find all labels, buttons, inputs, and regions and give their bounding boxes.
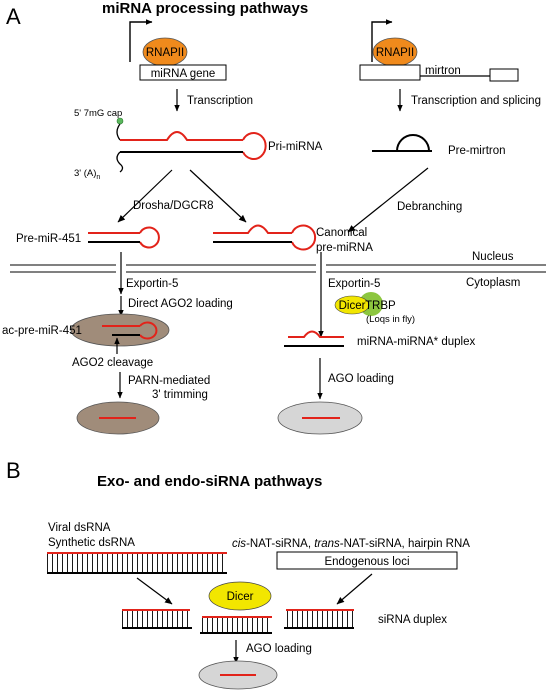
panel-a-title: miRNA processing pathways — [102, 0, 308, 17]
dicing-arrow-left — [136, 577, 173, 605]
polya-subscript: n — [96, 174, 100, 181]
mirtron-label: mirtron — [425, 65, 461, 77]
dicer-label-a: Dicer — [339, 300, 366, 312]
debranching-label: Debranching — [397, 201, 462, 213]
panel-b-title: Exo- and endo-siRNA pathways — [97, 473, 322, 490]
promoter-arrow-left — [129, 19, 153, 62]
pre-mirtron — [372, 134, 432, 152]
mirna-duplex — [284, 330, 344, 347]
sirna-duplex-left — [122, 609, 192, 629]
dicer-ellipse-a — [334, 295, 370, 315]
drosha-label: Drosha/DGCR8 — [133, 200, 214, 212]
loqs-label: (Loqs in fly) — [366, 314, 415, 325]
exon-box-left — [359, 64, 421, 81]
drosha-arrow-right — [189, 169, 247, 223]
rnapii-right-label: RNAPII — [376, 47, 414, 59]
pre-mir451 — [88, 226, 160, 249]
trans-rest: -NAT-siRNA, hairpin RNA — [340, 538, 470, 550]
pri-mirna — [116, 117, 267, 173]
long-dsrna — [47, 552, 227, 574]
ac-pre-mir451-label: ac-pre-miR-451 — [2, 325, 82, 337]
nuclear-membrane — [10, 264, 546, 273]
nucleus-label: Nucleus — [472, 251, 514, 263]
trbp-label: TRBP — [365, 300, 396, 312]
pre-mir451-label: Pre-miR-451 — [16, 233, 81, 245]
direct-loading-label: Direct AGO2 loading — [128, 298, 233, 310]
endo-sources-label: cis-NAT-siRNA, trans-NAT-siRNA, hairpin … — [232, 538, 470, 550]
viral-dsrna-label: Viral dsRNA — [48, 522, 111, 534]
transcription-splicing-label: Transcription and splicing — [411, 95, 541, 107]
sirna-duplex-right — [284, 609, 354, 629]
endogenous-loci-label: Endogenous loci — [324, 556, 409, 568]
synthetic-dsrna-label: Synthetic dsRNA — [48, 537, 135, 549]
panel-a-letter: A — [6, 4, 21, 29]
promoter-arrow-right — [371, 19, 393, 62]
ago-loading-label-a: AGO loading — [328, 373, 394, 385]
sirna-duplex-middle — [200, 616, 272, 634]
ago2-cleavage-label: AGO2 cleavage — [72, 357, 153, 369]
canonical-label-1: Canonical — [316, 227, 367, 239]
mirna-gene-box — [139, 64, 227, 81]
transcription-label: Transcription — [187, 95, 253, 107]
canonical-label-2: pre-miRNA — [316, 242, 373, 254]
cis-rest: -NAT-siRNA, — [246, 538, 314, 550]
debranching-arrow — [347, 167, 429, 233]
panel-b-letter: B — [6, 458, 21, 483]
trans-prefix: trans — [314, 538, 340, 550]
polya-label: 3' (A)n — [74, 168, 100, 181]
rnapii-left-label: RNAPII — [146, 47, 184, 59]
cap-label: 5' 7mG cap — [74, 108, 122, 119]
ago2-complex-ellipse — [70, 313, 170, 347]
parn-label-1: PARN-mediated — [128, 375, 210, 387]
endogenous-loci-box — [276, 551, 458, 570]
sirna-duplex-label: siRNA duplex — [378, 614, 447, 626]
ago-loading-label-b: AGO loading — [246, 643, 312, 655]
pre-mirtron-label: Pre-mirtron — [448, 145, 506, 157]
dicer-label-b: Dicer — [227, 591, 254, 603]
exportin-left-label: Exportin-5 — [126, 278, 178, 290]
exon-box-right — [489, 68, 519, 82]
polya-text: 3' (A) — [74, 168, 96, 179]
drosha-arrow-left — [117, 169, 173, 223]
dicer-ellipse-b — [208, 581, 272, 611]
duplex-label: miRNA-miRNA* duplex — [357, 336, 475, 348]
parn-label-2: 3' trimming — [152, 389, 208, 401]
canonical-pre-mirna — [213, 224, 317, 251]
cis-prefix: cis — [232, 538, 246, 550]
dicing-arrow-right — [336, 573, 373, 605]
cytoplasm-label: Cytoplasm — [466, 277, 520, 289]
exportin-right-label: Exportin-5 — [328, 278, 380, 290]
mirna-gene-label: miRNA gene — [151, 68, 216, 80]
pri-mirna-label: Pri-miRNA — [268, 141, 323, 153]
ac-pre-mir451-rna — [102, 321, 158, 340]
